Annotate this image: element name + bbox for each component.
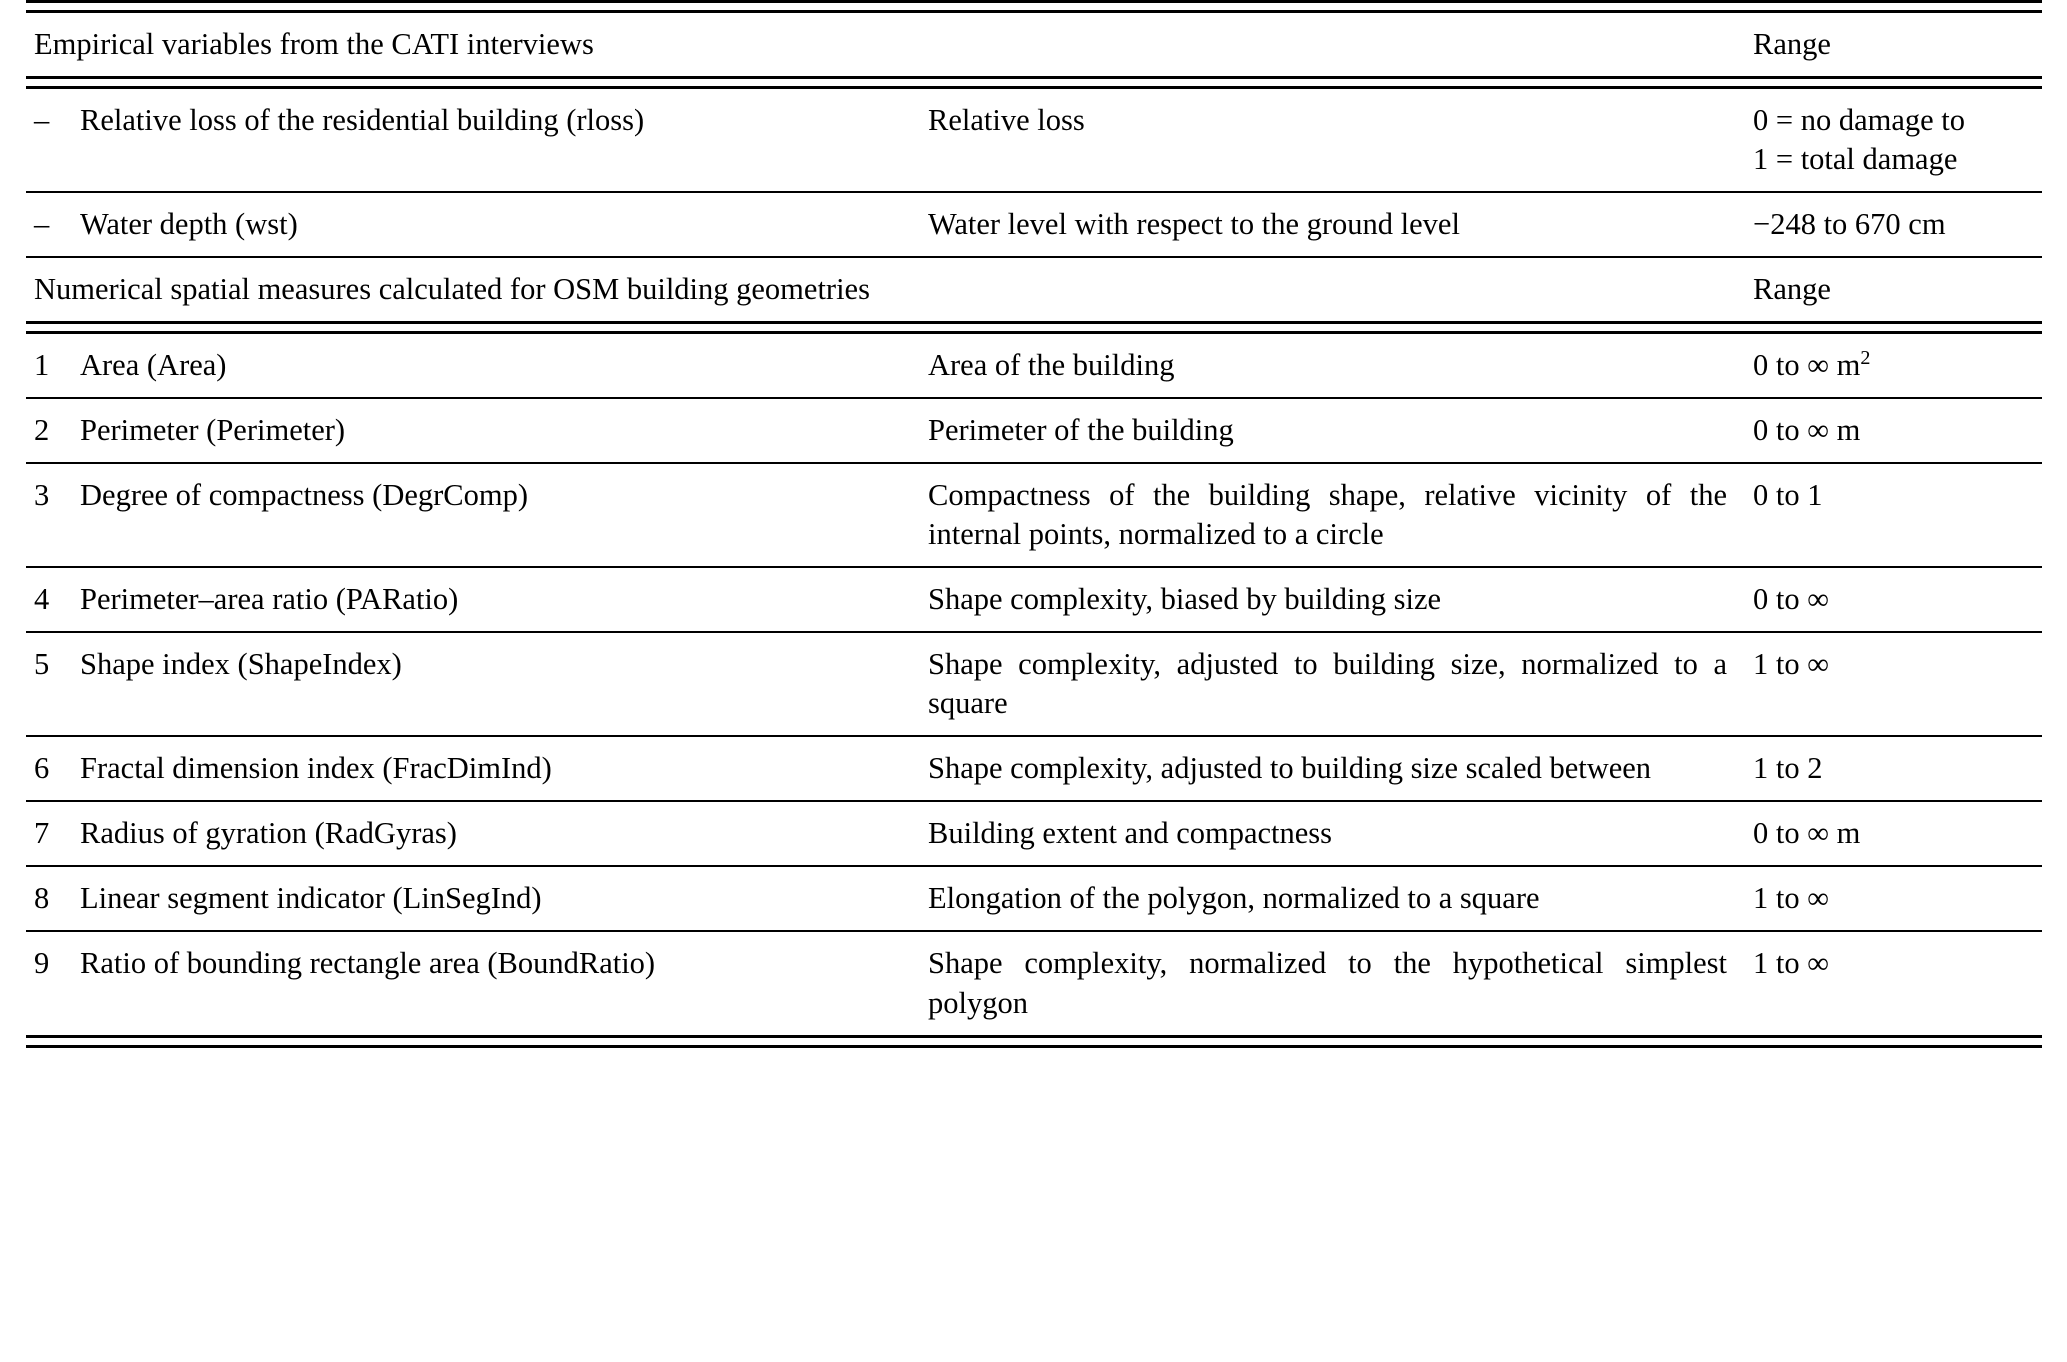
row-range: 0 to ∞ m: [1753, 800, 2042, 867]
section-range-header-1: Range: [1753, 27, 1831, 61]
variables-table: Empirical variables from the CATI interv…: [26, 0, 2042, 1048]
table-bottom-rule: [26, 1034, 2042, 1048]
row-range: 0 to ∞ m2: [1753, 333, 2042, 399]
row-variable-name: Area (Area): [80, 348, 227, 383]
row-marker: –: [26, 191, 80, 258]
row-range: −248 to 670 cm: [1753, 191, 2042, 258]
row-range: 0 to 1: [1753, 462, 2042, 568]
table-top-rule: [26, 0, 2042, 13]
row-marker: 8: [26, 865, 80, 932]
row-marker: 5: [26, 631, 80, 737]
section-rule-1: [26, 76, 2042, 90]
row-variable-name: Ratio of bounding rectangle area (BoundR…: [80, 930, 928, 1037]
section-range-header-2: Range: [1753, 256, 2042, 323]
table-row: – Relative loss of the residential build…: [26, 88, 2042, 193]
row-description: Area of the building: [928, 348, 1175, 383]
row-description: Water level with respect to the ground l…: [928, 191, 1753, 258]
row-range: 1 to 2: [1753, 735, 2042, 802]
table-row: 7 Radius of gyration (RadGyras) Building…: [26, 800, 2042, 867]
row-description: Building extent and compactness: [928, 800, 1753, 867]
row-marker: 2: [26, 397, 80, 464]
row-range: 0 to ∞ m: [1753, 397, 2042, 464]
table-row: 6 Fractal dimension index (FracDimInd) S…: [26, 735, 2042, 802]
section-rule-2: [26, 321, 2042, 335]
row-marker: 3: [26, 462, 80, 568]
row-variable-name: Perimeter–area ratio (PARatio): [80, 566, 928, 633]
row-description: Compactness of the building shape, relat…: [928, 462, 1753, 568]
table-row: 8 Linear segment indicator (LinSegInd) E…: [26, 865, 2042, 932]
row-marker: 9: [26, 930, 80, 1037]
row-variable-name: Radius of gyration (RadGyras): [80, 800, 928, 867]
row-variable-name: Degree of compactness (DegrComp): [80, 462, 928, 568]
section-title-1: Empirical variables from the CATI interv…: [34, 27, 594, 61]
row-variable-name: Fractal dimension index (FracDimInd): [80, 735, 928, 802]
row-variable-name: Water depth (wst): [80, 191, 928, 258]
row-variable-name: Perimeter (Perimeter): [80, 397, 928, 464]
row-description: Elongation of the polygon, normalized to…: [928, 865, 1753, 932]
row-marker: 7: [26, 800, 80, 867]
row-range-exponent: 2: [1860, 347, 1871, 369]
row-range-text: 0 to ∞ m: [1753, 348, 1861, 383]
row-range: 0 = no damage to 1 = total damage: [1753, 103, 1966, 177]
row-description: Relative loss: [928, 103, 1085, 138]
row-range: 0 to ∞: [1753, 566, 2042, 633]
row-variable-name: Linear segment indicator (LinSegInd): [80, 865, 928, 932]
row-marker: 1: [34, 348, 50, 383]
row-range: 1 to ∞: [1753, 930, 2042, 1037]
row-description: Perimeter of the building: [928, 397, 1753, 464]
table-row: 3 Degree of compactness (DegrComp) Compa…: [26, 462, 2042, 568]
table-row: 5 Shape index (ShapeIndex) Shape complex…: [26, 631, 2042, 737]
row-variable-name: Shape index (ShapeIndex): [80, 631, 928, 737]
section-title-2: Numerical spatial measures calculated fo…: [26, 256, 1753, 323]
row-description: Shape complexity, biased by building siz…: [928, 566, 1753, 633]
row-marker: –: [34, 103, 50, 138]
row-description: Shape complexity, normalized to the hypo…: [928, 930, 1753, 1037]
table-row: 4 Perimeter–area ratio (PARatio) Shape c…: [26, 566, 2042, 633]
table-row: 9 Ratio of bounding rectangle area (Boun…: [26, 930, 2042, 1037]
row-variable-name: Relative loss of the residential buildin…: [80, 103, 645, 138]
section-header-row-2: Numerical spatial measures calculated fo…: [26, 256, 2042, 323]
row-range: 1 to ∞: [1753, 865, 2042, 932]
table-row: – Water depth (wst) Water level with res…: [26, 191, 2042, 258]
table-row: 2 Perimeter (Perimeter) Perimeter of the…: [26, 397, 2042, 464]
table-row: 1 Area (Area) Area of the building 0 to …: [26, 333, 2042, 399]
row-marker: 4: [26, 566, 80, 633]
row-description: Shape complexity, adjusted to building s…: [928, 631, 1753, 737]
section-header-row-1: Empirical variables from the CATI interv…: [26, 12, 2042, 78]
row-range: 1 to ∞: [1753, 631, 2042, 737]
row-description: Shape complexity, adjusted to building s…: [928, 735, 1753, 802]
row-marker: 6: [26, 735, 80, 802]
